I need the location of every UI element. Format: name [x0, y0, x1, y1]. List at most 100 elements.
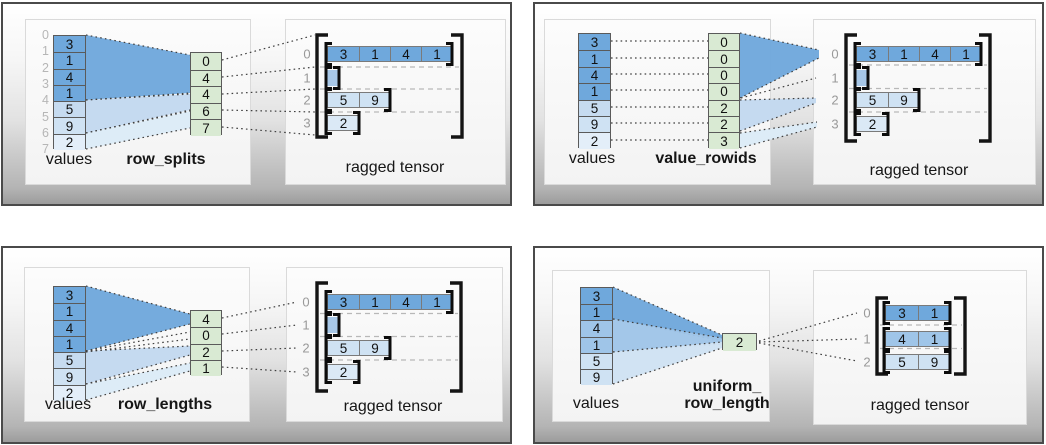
funnel-edge-dotted-line [739, 32, 820, 51]
tensor-cell: 1 [359, 47, 390, 62]
connector-cell: 4 [191, 86, 221, 103]
connector-cell: 3 [709, 132, 739, 149]
values-cell: 2 [54, 133, 85, 151]
tensor-cell: 5 [857, 93, 888, 108]
row-bracket-right [944, 327, 952, 351]
funnel-edge-dotted-line [85, 92, 191, 101]
values-cell: 1 [581, 304, 612, 321]
values-cell: 5 [54, 101, 85, 118]
connector-cell: 2 [723, 334, 756, 351]
funnel-shape [86, 35, 190, 100]
row-index-label: 0 [302, 294, 310, 310]
values-label: values [44, 396, 92, 413]
tensor-row [327, 317, 338, 333]
bracket-layer [315, 33, 464, 139]
tensor-outer-bracket-left [844, 33, 857, 143]
connector-cell: 4 [191, 311, 221, 328]
tensor-outer-bracket-right [979, 33, 992, 143]
row-bracket-left [324, 336, 332, 360]
tensor-cell: 1 [359, 295, 390, 310]
values-cell: 4 [54, 68, 85, 85]
diagram-connectors-layer [612, 286, 962, 385]
tensor-cell: 5 [328, 341, 359, 356]
offset-index-label: 3 [42, 76, 49, 91]
tensor-cell: 1 [421, 47, 452, 62]
offset-index-label: 1 [42, 44, 49, 59]
tensor-cell: 9 [918, 355, 950, 370]
funnel-edge-dotted-line [85, 354, 191, 385]
tensor-outer-bracket-right [451, 33, 464, 139]
connector-cell: 0 [709, 50, 739, 67]
values-cell: 3 [54, 287, 85, 304]
offset-index-label: 6 [42, 125, 49, 140]
funnel-shape [86, 363, 190, 400]
values-cell: 3 [579, 34, 610, 51]
tensor-cell: 5 [328, 93, 359, 108]
connector-dotted-line [221, 301, 298, 319]
funnel-edge-dotted-line [739, 102, 817, 132]
values-label: values [572, 395, 620, 412]
tensor-outer-bracket-left [315, 281, 328, 393]
tensor-cell: 1 [918, 332, 950, 347]
row-bracket-right [944, 301, 952, 325]
connector-dotted-line [221, 109, 316, 113]
row-bracket-left [324, 111, 332, 135]
row-bracket-right [353, 111, 361, 135]
funnel-edge-dotted-line [85, 110, 191, 134]
row-bracket-left [324, 42, 332, 66]
offset-index-label: 2 [42, 60, 49, 75]
row-bracket-right [944, 350, 952, 374]
row-index-label: 0 [831, 46, 839, 62]
row-bracket-right [862, 66, 870, 90]
row-bracket-left [324, 313, 332, 337]
funnel-shape [86, 346, 190, 384]
ragged-tensor-label: ragged tensor [869, 162, 969, 179]
funnel-shape [613, 342, 722, 384]
ragged-tensor-label: ragged tensor [345, 159, 445, 176]
diagram-connectors-layer [85, 34, 459, 150]
tensor-outer-bracket-right [954, 296, 967, 376]
bracket-layer [315, 281, 463, 393]
row-bracket-right [353, 360, 361, 384]
connector-label: value_rowids [655, 150, 757, 167]
funnel-shape [740, 122, 817, 148]
tensor-cell: 3 [328, 295, 359, 310]
row-bracket-left [324, 88, 332, 112]
row-index-label: 3 [831, 116, 839, 132]
connector-cell: 2 [709, 115, 739, 133]
connector-label: row_lengths [117, 396, 213, 413]
funnel-edge-dotted-line [739, 57, 820, 99]
funnel-shape [86, 286, 190, 351]
connector-cell: 0 [191, 327, 221, 344]
tensor-cell: 2 [328, 365, 359, 380]
values-cell: 2 [54, 384, 85, 402]
tensor-cell: 2 [857, 117, 888, 132]
connector-cell: 4 [191, 69, 221, 87]
connector-dotted-line [221, 66, 316, 78]
tensor-cell: 1 [918, 306, 950, 321]
bracket-layer [844, 33, 992, 143]
ragged-tensor-panel [813, 270, 1027, 425]
connector-column: 2 [722, 333, 757, 351]
tensor-cell: 9 [888, 93, 919, 108]
connector-dotted-line [221, 126, 316, 136]
values-cell: 9 [581, 368, 612, 386]
row-bracket-left [853, 88, 861, 112]
row-index-label: 3 [302, 364, 310, 380]
values-cell: 1 [54, 335, 85, 353]
connector-cell: 2 [709, 99, 739, 116]
values-cell: 2 [579, 132, 610, 149]
values-label: values [45, 151, 93, 168]
tensor-cell: 5 [886, 355, 918, 370]
row-index-label: 2 [303, 92, 311, 108]
values-cell: 3 [54, 36, 85, 53]
diagram-connectors-layer [611, 32, 987, 149]
